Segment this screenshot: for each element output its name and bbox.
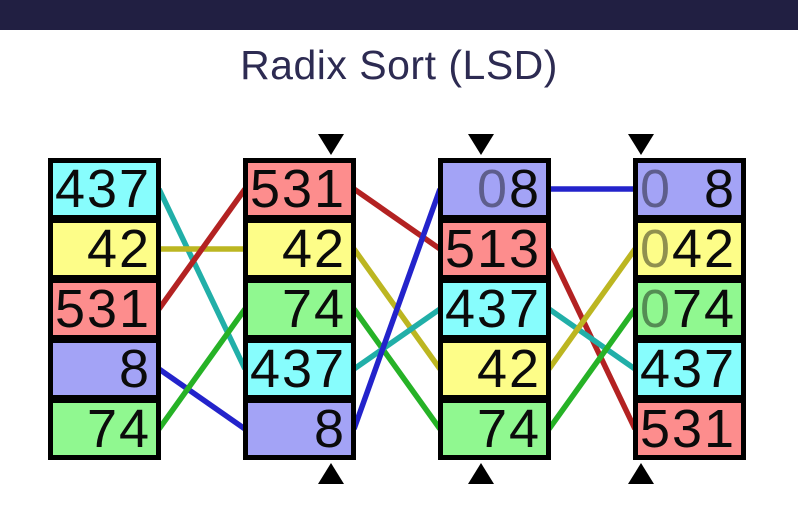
digit: 4 bbox=[54, 159, 86, 219]
digit: 3 bbox=[281, 159, 313, 219]
digit: 4 bbox=[476, 339, 508, 399]
padded-zero-digit: 0 bbox=[639, 159, 671, 219]
digit: 3 bbox=[281, 339, 313, 399]
digit: 5 bbox=[444, 219, 476, 279]
digit: 4 bbox=[249, 339, 281, 399]
move-line-cyan bbox=[156, 187, 248, 371]
padded-zero-digit: 0 bbox=[476, 159, 508, 219]
digit: 7 bbox=[508, 279, 540, 339]
digit: 7 bbox=[86, 399, 118, 459]
digit: 3 bbox=[508, 219, 540, 279]
move-line-red bbox=[352, 186, 442, 252]
digit: 3 bbox=[86, 159, 118, 219]
digit: 2 bbox=[313, 219, 345, 279]
digit: 3 bbox=[671, 399, 703, 459]
move-line-red bbox=[156, 187, 248, 311]
padded-zero-digit: 0 bbox=[639, 279, 671, 339]
digit: 2 bbox=[508, 339, 540, 399]
digit: 4 bbox=[313, 279, 345, 339]
value-box: 8 bbox=[53, 339, 156, 399]
digit: 3 bbox=[476, 279, 508, 339]
digit: 7 bbox=[476, 399, 508, 459]
digit: 3 bbox=[671, 339, 703, 399]
move-line-green bbox=[156, 307, 248, 431]
digit-pointer-top-tens bbox=[468, 134, 494, 155]
digit: 4 bbox=[118, 399, 150, 459]
move-line-green bbox=[351, 307, 443, 431]
digit: 7 bbox=[703, 339, 735, 399]
digit: 4 bbox=[444, 279, 476, 339]
digit: 4 bbox=[508, 399, 540, 459]
move-line-purple bbox=[157, 366, 247, 432]
page-title: Radix Sort (LSD) bbox=[240, 42, 558, 88]
digit: 4 bbox=[703, 279, 735, 339]
digit-pointer-bottom-ones bbox=[318, 463, 344, 484]
move-line-green bbox=[546, 307, 638, 431]
digit: 1 bbox=[313, 159, 345, 219]
digit: 8 bbox=[313, 399, 345, 459]
digit: 7 bbox=[118, 159, 150, 219]
digit: 5 bbox=[249, 159, 281, 219]
digit: 4 bbox=[671, 219, 703, 279]
move-line-purple bbox=[351, 188, 443, 430]
digit: 5 bbox=[54, 279, 86, 339]
digit-pointer-bottom-tens bbox=[468, 463, 494, 484]
move-line-cyan bbox=[547, 306, 637, 372]
digit: 3 bbox=[86, 279, 118, 339]
move-line-cyan bbox=[352, 306, 442, 372]
digit: 8 bbox=[118, 339, 150, 399]
padded-zero-digit: 0 bbox=[639, 219, 671, 279]
digit: 7 bbox=[671, 279, 703, 339]
digit: 4 bbox=[86, 219, 118, 279]
digit: 1 bbox=[476, 219, 508, 279]
digit: 2 bbox=[703, 219, 735, 279]
digit: 8 bbox=[703, 159, 735, 219]
top-bar bbox=[0, 0, 798, 30]
digit: 1 bbox=[118, 279, 150, 339]
digit: 7 bbox=[281, 279, 313, 339]
digit: 1 bbox=[703, 399, 735, 459]
digit: 4 bbox=[639, 339, 671, 399]
digit: 7 bbox=[313, 339, 345, 399]
digit-pointer-bottom-hundreds bbox=[628, 463, 654, 484]
digit: 8 bbox=[508, 159, 540, 219]
digit: 4 bbox=[281, 219, 313, 279]
digit-pointer-top-hundreds bbox=[628, 134, 654, 155]
digit-pointer-top-ones bbox=[318, 134, 344, 155]
move-line-yellow bbox=[546, 247, 638, 371]
digit: 2 bbox=[118, 219, 150, 279]
value-box: 8 bbox=[248, 399, 351, 459]
digit: 5 bbox=[639, 399, 671, 459]
